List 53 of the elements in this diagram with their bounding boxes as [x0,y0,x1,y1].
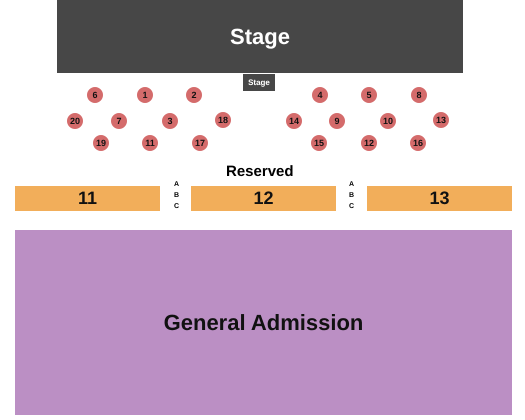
table-circle [67,113,83,129]
table-number: 16 [412,138,423,148]
section-number: 12 [253,188,274,209]
table-circle [312,87,328,103]
table-circle [215,112,231,128]
table-number: 15 [314,138,324,148]
seating-section [191,186,336,211]
table-number: 10 [382,116,393,126]
table-number: 8 [416,90,422,100]
table-number: 2 [191,90,196,100]
table-circle [410,135,426,151]
table-number: 3 [167,116,172,126]
stage-block [57,0,463,73]
general-admission-area [15,230,512,415]
table-number: 4 [317,90,322,100]
table-number: 7 [116,116,122,126]
area-label: General Admission [164,310,364,336]
table-circle [433,112,449,128]
seating-section [15,186,160,211]
table-circle [411,87,427,103]
table-circle [192,135,208,151]
table-number: 12 [364,138,374,148]
area-label: Stage [248,78,270,87]
table-circle [142,135,158,151]
area-label: Stage [230,24,290,50]
section-number: 13 [429,188,450,209]
table-number: 13 [436,115,446,125]
table-circle [93,135,109,151]
section-number: 11 [78,188,98,209]
stage-marker [243,74,275,91]
table-circle [186,87,202,103]
table-number: 18 [218,115,228,125]
table-number: 9 [334,116,340,126]
table-number: 11 [145,138,155,148]
table-circle [111,113,127,129]
table-number: 20 [70,116,80,126]
table-number: 19 [96,138,106,148]
table-number: 1 [142,90,148,100]
table-circle [87,87,103,103]
table-circle [361,135,377,151]
table-circle [137,87,153,103]
table-circle [329,113,345,129]
table-circle [286,113,302,129]
seating-section [367,186,512,211]
table-number: 5 [366,90,372,100]
table-number: 17 [194,138,205,148]
zone-label: Reserved [226,163,294,180]
table-number: 6 [92,90,98,100]
table-circle [162,113,178,129]
table-circle [380,113,396,129]
table-number: 14 [288,116,299,126]
table-circle [311,135,327,151]
table-circle [361,87,377,103]
